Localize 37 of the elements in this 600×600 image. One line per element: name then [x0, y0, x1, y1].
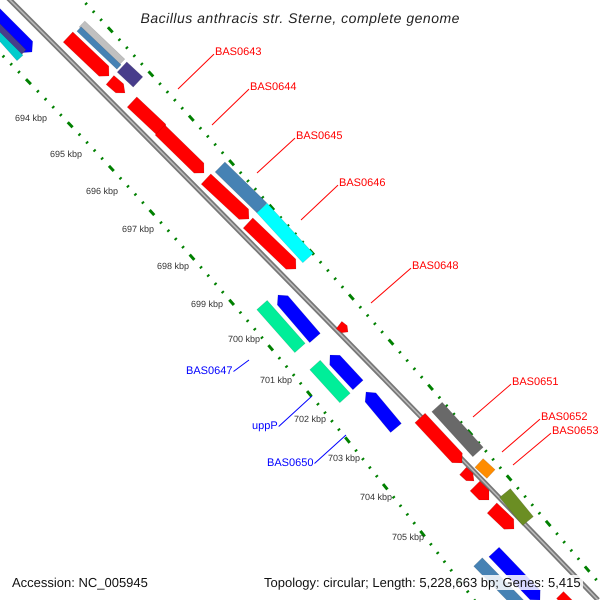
gene-label: BAS0643 — [215, 47, 262, 58]
title: Bacillus anthracis str. Sterne, complete genome — [140, 11, 460, 25]
scale-label: 694 kbp — [15, 114, 48, 123]
gene-label: BAS0647 — [186, 366, 232, 377]
footer-text: Topology: circular; Length: 5,228,663 bp; Genes: 5,415 — [262, 575, 583, 590]
scale-label: 697 kbp — [122, 225, 154, 234]
scale-label: 699 kbp — [191, 300, 224, 309]
gene-label: BAS0652 — [541, 412, 588, 423]
scale-label: 705 kbp — [392, 533, 424, 542]
scale-label: 698 kbp — [157, 262, 190, 271]
gene-label: BAS0645 — [296, 131, 342, 142]
leader-line — [178, 54, 214, 90]
leader-line — [212, 88, 250, 126]
gene-label: uppP — [252, 421, 278, 432]
gene-label: BAS0650 — [267, 458, 314, 469]
leader-line — [232, 360, 250, 372]
gene-label: BAS0644 — [250, 82, 296, 93]
leader-line — [278, 396, 312, 427]
leader-line — [370, 268, 412, 304]
scale-label: 701 kbp — [260, 376, 292, 385]
leader-line — [472, 384, 512, 418]
gene-label: BAS0648 — [412, 261, 458, 272]
scale-label: 703 kbp — [328, 454, 360, 463]
leader-line — [512, 432, 552, 466]
leader-line — [300, 184, 338, 220]
scale-label: 704 kbp — [360, 493, 392, 502]
scale-label: 695 kbp — [50, 150, 82, 159]
gene-label: BAS0653 — [552, 426, 598, 437]
leader-line — [314, 434, 346, 464]
scale-label: 696 kbp — [86, 187, 118, 196]
scale-label: 702 kbp — [294, 415, 326, 424]
scale-label: 700 kbp — [228, 335, 260, 344]
leader-line — [502, 418, 540, 452]
gene-label: BAS0646 — [339, 178, 386, 189]
leader-line — [256, 138, 296, 174]
footer-text: Accession: NC_005945 — [10, 575, 150, 590]
gene-label: BAS0651 — [512, 377, 558, 388]
